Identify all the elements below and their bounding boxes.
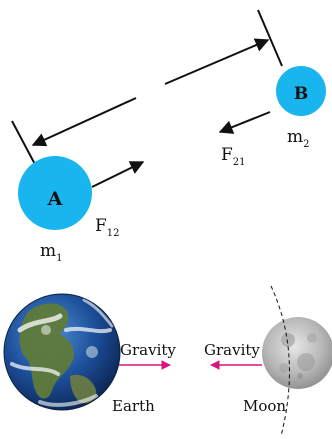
moon-image	[262, 317, 332, 389]
force-arrow-f12	[91, 161, 145, 188]
force-f21-subscript: 21	[233, 157, 246, 168]
body-a-sphere	[18, 156, 92, 230]
mass-m2-label: m2	[287, 127, 310, 150]
body-b-sphere	[276, 66, 326, 116]
earth-moon-diagram: Gravity Gravity Earth Moon	[3, 285, 332, 437]
moon-orbit-arc	[270, 285, 290, 437]
force-f21-label: F21	[221, 145, 246, 168]
gravity-label-moon-side: Gravity	[204, 341, 260, 359]
two-body-diagram: A B m1 m2 F12 F21	[11, 9, 326, 264]
force-arrow-f21	[218, 111, 271, 134]
earth-image	[3, 293, 121, 411]
earth-label: Earth	[112, 397, 155, 415]
tick-a	[11, 120, 39, 171]
separation-arrow-to-b	[164, 38, 270, 85]
tick-b	[257, 9, 283, 67]
mass-m1-symbol: m	[40, 241, 56, 261]
force-f12-symbol: F	[95, 216, 107, 236]
gravity-label-earth-side: Gravity	[120, 341, 176, 359]
force-f12-subscript: 12	[107, 228, 120, 239]
moon-label: Moon	[243, 397, 286, 415]
mass-m2-subscript: 2	[303, 139, 309, 150]
body-b-letter: B	[294, 84, 308, 104]
force-f12-label: F12	[95, 216, 120, 239]
force-f21-symbol: F	[221, 145, 233, 165]
separation-arrow-to-a	[31, 97, 137, 147]
mass-m1-label: m1	[40, 241, 63, 264]
mass-m2-symbol: m	[287, 127, 303, 147]
body-a-letter: A	[47, 188, 63, 210]
mass-m1-subscript: 1	[56, 253, 62, 264]
